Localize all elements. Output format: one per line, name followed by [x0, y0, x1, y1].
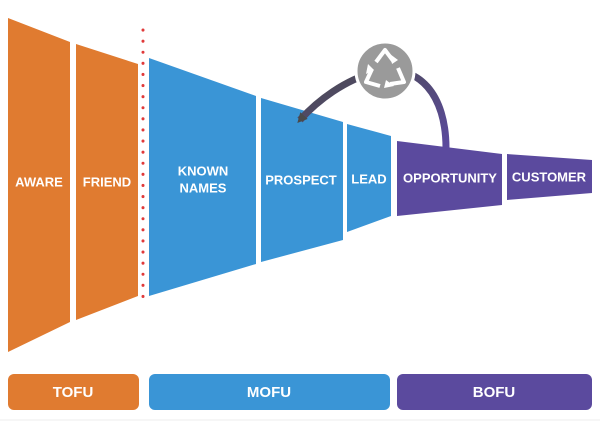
band-mofu-label: MOFU — [247, 384, 291, 401]
stage-customer-label: CUSTOMER — [512, 169, 587, 184]
stage-lead-label: LEAD — [351, 171, 386, 186]
funnel-stages: AWARE FRIEND KNOWN NAMES PROSPECT LEAD O… — [8, 18, 592, 352]
stage-prospect-label: PROSPECT — [265, 172, 337, 187]
stage-customer — [507, 154, 592, 200]
band-bofu — [397, 374, 592, 410]
stage-friend — [76, 44, 138, 320]
band-tofu-label: TOFU — [53, 384, 94, 401]
stage-known-names-label-2: NAMES — [180, 180, 227, 195]
stage-known-names-label-1: KNOWN — [178, 163, 229, 178]
stage-prospect — [261, 98, 343, 262]
stage-known-names — [149, 58, 256, 296]
stage-opportunity — [397, 141, 502, 216]
band-mofu — [149, 374, 390, 410]
funnel-bands: TOFU MOFU BOFU — [8, 374, 592, 410]
band-tofu — [8, 374, 139, 410]
stage-opportunity-label: OPPORTUNITY — [403, 170, 497, 185]
stage-aware — [8, 18, 70, 352]
stage-friend-label: FRIEND — [83, 174, 131, 189]
recycle-icon — [354, 40, 416, 102]
band-bofu-label: BOFU — [473, 384, 516, 401]
stage-aware-label: AWARE — [15, 174, 63, 189]
stage-lead — [347, 124, 391, 232]
